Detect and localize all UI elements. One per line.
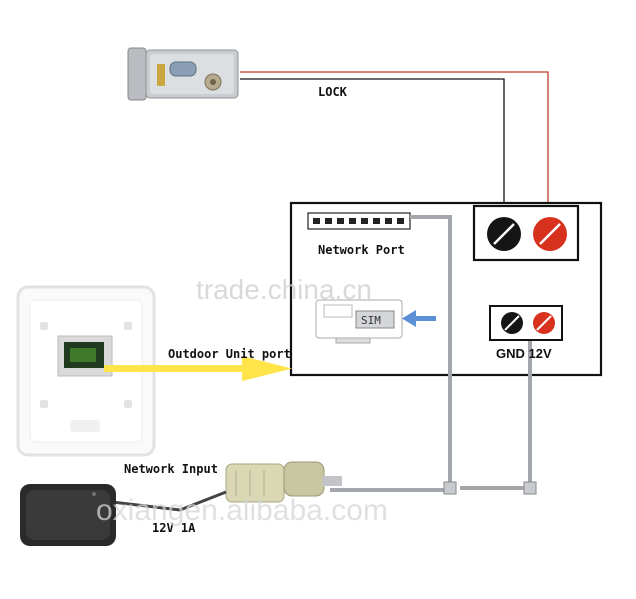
adapter-cable [111, 490, 227, 512]
network-cable [330, 215, 452, 492]
sim-arrow-icon [402, 310, 436, 327]
terminal-labels: GND 12V [496, 346, 552, 361]
watermark-bottom: oxiangen.alibaba.com [96, 494, 388, 527]
network-connector [225, 461, 342, 503]
lock-terminal-block [472, 204, 580, 262]
cable-junction-right [523, 481, 537, 495]
outdoor-unit-port-label: Outdoor Unit port [168, 347, 291, 361]
lock-wire-red [240, 71, 549, 206]
lock-label: LOCK [318, 85, 348, 99]
watermark-top: trade.china.cn [196, 274, 372, 305]
power-terminal-block [489, 305, 563, 341]
outdoor-unit-arrow-icon [104, 356, 292, 381]
network-port-label: Network Port [318, 243, 405, 257]
network-port-strip [307, 212, 411, 230]
network-input-label: Network Input [124, 462, 218, 476]
power-adapter [20, 484, 116, 546]
power-adapter-label: 12V 1A [152, 521, 196, 535]
cable-junction-left [443, 481, 457, 495]
lock-wire-black [240, 78, 505, 206]
sim-label: SIM [361, 314, 381, 327]
sim-module [315, 299, 403, 344]
outdoor-unit [16, 285, 156, 457]
electric-lock [127, 47, 239, 101]
